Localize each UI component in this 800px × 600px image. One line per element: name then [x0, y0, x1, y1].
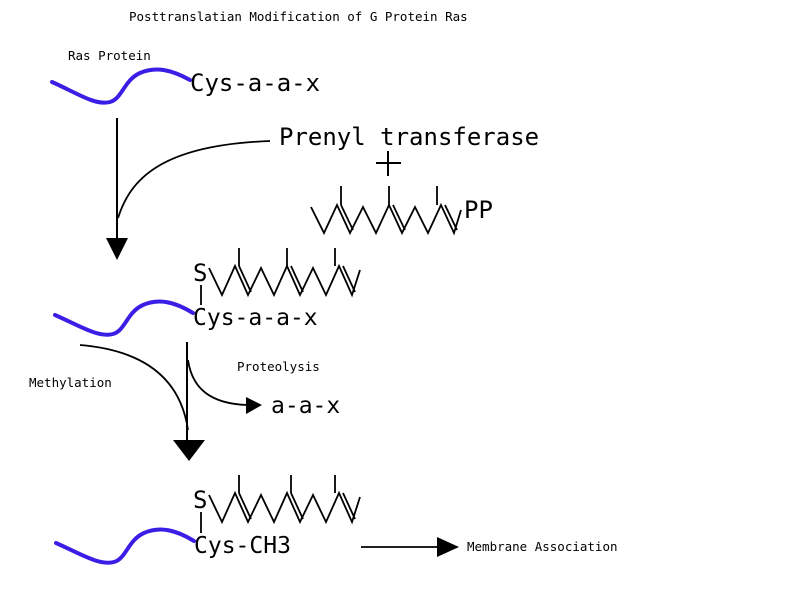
processing-arrow: [173, 342, 205, 461]
membrane-association-arrow: [361, 537, 459, 557]
ras-protein-label: Ras Protein: [68, 48, 151, 63]
sulfur-label-1: S: [193, 259, 207, 287]
cleaved-aax-product: a-a-x: [271, 393, 340, 419]
motif-cys-ch3: Cys-CH3: [194, 533, 291, 559]
prenyl-pyrophosphate-structure: [310, 186, 462, 236]
diagram-title: Posttranslatian Modification of G Protei…: [129, 9, 468, 24]
plus-sign: [376, 151, 401, 176]
prenyl-group-2: [208, 475, 361, 525]
sulfur-label-2: S: [193, 486, 207, 514]
methylation-label: Methylation: [29, 375, 112, 390]
proteolysis-arrow: [187, 359, 262, 414]
ras-protein-chain-1: [50, 67, 192, 105]
pyrophosphate-label: PP: [464, 196, 493, 224]
methylation-curve: [79, 344, 189, 431]
motif-cys-aax-2: Cys-a-a-x: [193, 305, 318, 331]
membrane-association-label: Membrane Association: [467, 539, 618, 554]
enzyme-prenyl-transferase: Prenyl transferase: [279, 123, 539, 151]
proteolysis-label: Proteolysis: [237, 359, 320, 374]
prenyl-group-1: [208, 248, 361, 298]
prenylation-arrow: [106, 118, 271, 260]
ras-protein-chain-3: [54, 527, 196, 565]
motif-cys-aax-1: Cys-a-a-x: [190, 69, 320, 97]
ras-protein-chain-2: [53, 299, 195, 337]
